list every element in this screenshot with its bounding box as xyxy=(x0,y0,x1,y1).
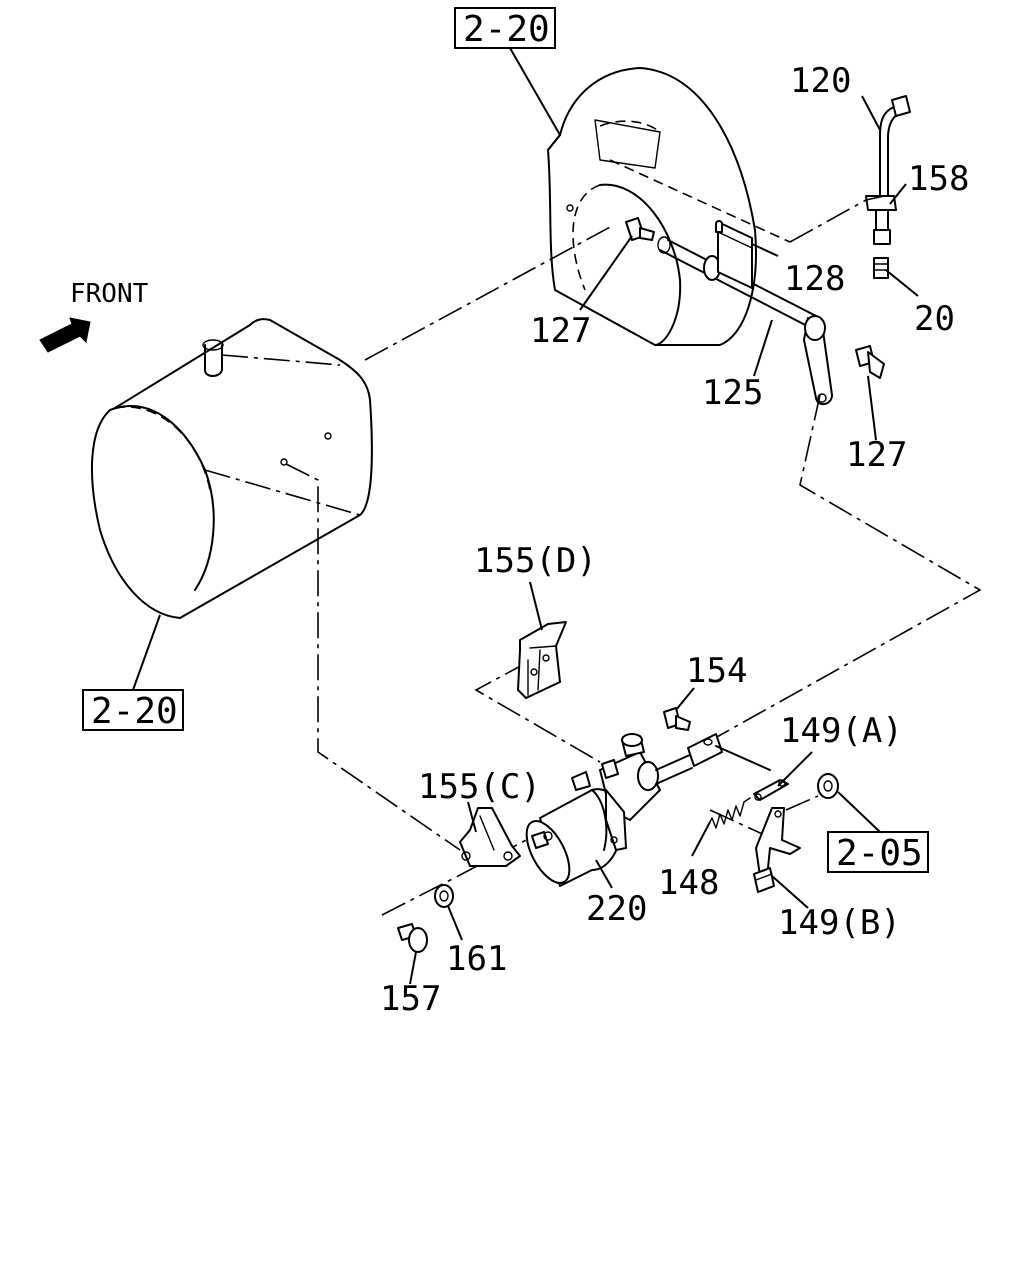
callout-220[interactable]: 220 xyxy=(586,889,647,929)
bellhousing-cover xyxy=(90,318,373,619)
transmission-housing xyxy=(547,67,791,346)
rod-end-clevis xyxy=(687,733,771,771)
front-direction-indicator: FRONT xyxy=(39,279,149,353)
part-120-pipe xyxy=(879,95,911,201)
part-127-bolt-left xyxy=(625,217,655,241)
callout-149b[interactable]: 149(B) xyxy=(778,903,901,943)
callout-127-right[interactable]: 127 xyxy=(846,435,907,475)
leader-ref-left xyxy=(132,614,161,691)
callout-158[interactable]: 158 xyxy=(908,159,969,199)
part-127-bolt-right xyxy=(855,345,885,379)
part-161-nut xyxy=(434,884,454,908)
callout-157[interactable]: 157 xyxy=(380,979,441,1019)
callout-20[interactable]: 20 xyxy=(914,299,955,339)
ref-box-left-label: 2-20 xyxy=(91,691,178,732)
part-155c-bracket xyxy=(459,807,521,867)
callout-154[interactable]: 154 xyxy=(686,651,747,691)
callout-127-left[interactable]: 127 xyxy=(530,311,591,351)
alignment-line-rod xyxy=(714,394,982,739)
alignment-line-housing xyxy=(364,225,613,361)
alignment-line-bracket-c xyxy=(285,463,461,851)
part-149a-link xyxy=(753,779,789,801)
ref-box-top[interactable]: 2-20 xyxy=(454,7,556,50)
front-label: FRONT xyxy=(70,279,149,309)
front-arrow-icon xyxy=(39,317,91,353)
part-20-fitting xyxy=(873,257,889,279)
callout-125[interactable]: 125 xyxy=(702,373,763,413)
callout-148[interactable]: 148 xyxy=(658,863,719,903)
callout-155d[interactable]: 155(D) xyxy=(474,541,597,581)
part-149b-lever xyxy=(753,795,819,893)
callout-149a[interactable]: 149(A) xyxy=(780,711,903,751)
leader-ref-top xyxy=(509,47,561,136)
part-125-shaft xyxy=(657,220,833,406)
callout-161[interactable]: 161 xyxy=(446,939,507,979)
part-220-booster xyxy=(525,733,693,887)
nut-2-05 xyxy=(817,773,839,799)
callout-120[interactable]: 120 xyxy=(790,61,851,101)
ref-box-205-label: 2-05 xyxy=(836,833,923,874)
part-157-bolt xyxy=(397,923,428,953)
callout-128[interactable]: 128 xyxy=(784,259,845,299)
part-154-bolt xyxy=(663,707,691,731)
leader-ref-205 xyxy=(837,791,881,833)
alignment-line-bracket-d xyxy=(474,661,601,763)
ref-box-left[interactable]: 2-20 xyxy=(82,689,184,732)
part-158-bracket xyxy=(865,195,897,245)
ref-box-top-label: 2-20 xyxy=(463,9,550,50)
ref-box-205[interactable]: 2-05 xyxy=(827,831,929,874)
callout-155c[interactable]: 155(C) xyxy=(418,767,541,807)
part-155d-bracket xyxy=(517,621,567,699)
